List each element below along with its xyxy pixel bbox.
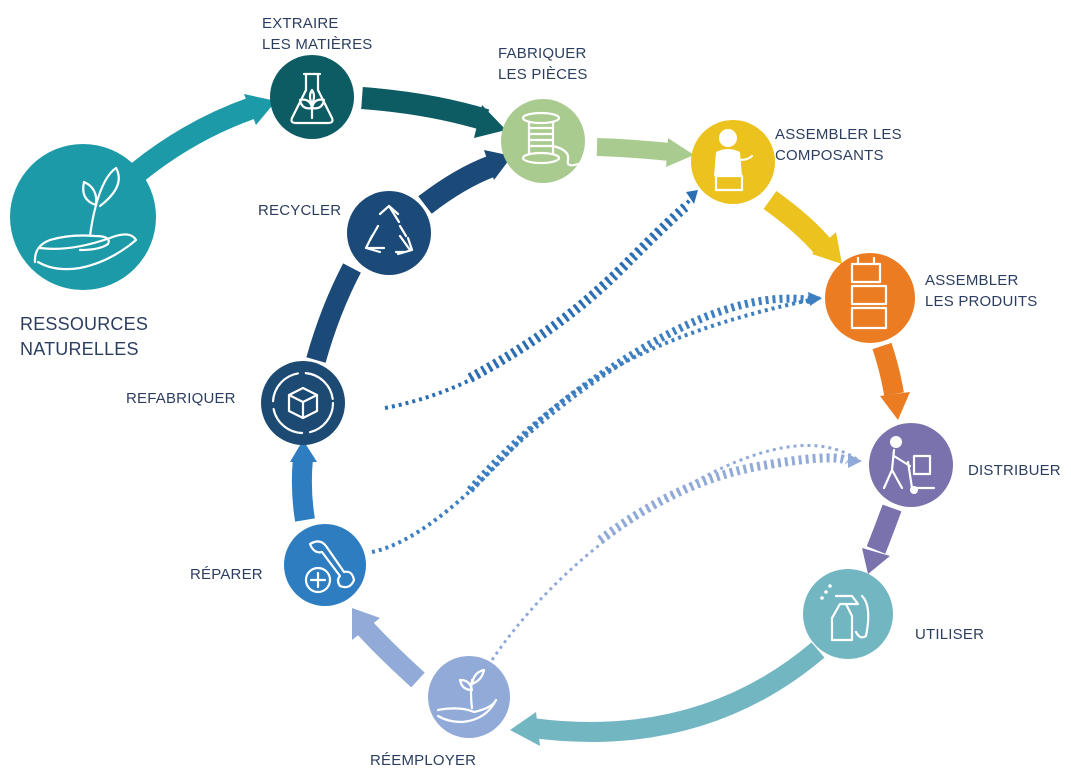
node-fabriquer [501, 99, 585, 183]
arrow-reemployer-to-reparer [357, 621, 425, 688]
node-recycler [347, 191, 431, 275]
arrow-head [862, 548, 890, 574]
arrow-composants-to-produits [763, 191, 833, 256]
arrow-recycler-to-fabriquer [418, 155, 497, 214]
label-distribuer: DISTRIBUER [968, 460, 1061, 481]
arrow-head [510, 712, 540, 746]
label-line: COMPOSANTS [775, 147, 884, 164]
hand-truck-icon [882, 436, 936, 494]
node-distribuer [869, 423, 953, 507]
arrow-head [808, 292, 822, 306]
label-line: RÉEMPLOYER [370, 752, 477, 769]
dotted-arrow-reparer-to-produits-wide [466, 294, 811, 493]
worker-icon [714, 129, 754, 192]
arrow-head [686, 190, 698, 204]
dotted-arrow-refabriquer-to-composants-wide [467, 200, 691, 383]
arrow-refabriquer-to-recycler [306, 263, 361, 363]
label-reparer: RÉPARER [190, 564, 263, 585]
hand-plant-icon [436, 668, 498, 724]
label-line: LES PIÈCES [498, 66, 588, 83]
boxes-icon [850, 256, 888, 330]
label-line: LES MATIÈRES [262, 36, 373, 53]
node-circle [270, 55, 354, 139]
arrow-head [880, 392, 910, 420]
arrow-produits-to-distribuer [872, 342, 904, 396]
cube-cycle-icon [271, 371, 335, 435]
arrow-head [244, 94, 276, 125]
arrow-head [848, 454, 862, 468]
node-ressources-naturelles [10, 144, 156, 290]
flask-leaf-icon [290, 72, 334, 125]
arrow-utiliser-to-reemployer [530, 642, 825, 742]
dotted-arrow-reemployer-to-distribuer [490, 444, 859, 661]
label-line: ASSEMBLER LES [775, 126, 902, 143]
node-reparer [284, 524, 366, 606]
node-circle [284, 524, 366, 606]
node-assembler-produits [825, 253, 915, 343]
main-cycle-arrows [131, 87, 910, 746]
arrow-head [666, 138, 694, 167]
label-reemployer: RÉEMPLOYER [370, 750, 476, 771]
spray-bottle-icon [820, 584, 870, 642]
node-utiliser [803, 569, 893, 659]
label-line: UTILISER [915, 626, 985, 643]
node-circle [428, 656, 510, 738]
label-recycler: RECYCLER [258, 200, 341, 221]
label-line: ASSEMBLER [925, 272, 1019, 289]
arrow-head [352, 608, 380, 640]
arrow-head [812, 232, 842, 264]
node-circle [825, 253, 915, 343]
return-flow-arrows [371, 190, 862, 661]
label-line: EXTRAIRE [262, 15, 339, 32]
label-line: FABRIQUER [498, 45, 587, 62]
node-extraire [270, 55, 354, 139]
label-line: REFABRIQUER [126, 390, 236, 407]
node-reemployer [428, 656, 510, 738]
label-fabriquer: FABRIQUER LES PIÈCES [498, 43, 588, 85]
arrow-fabriquer-to-composants [596, 138, 671, 161]
dotted-arrow-reparer-to-produits [371, 296, 821, 554]
node-circle [347, 191, 431, 275]
spool-icon [521, 111, 580, 167]
node-circle [869, 423, 953, 507]
label-line: RÉPARER [190, 566, 263, 583]
label-assembler-composants: ASSEMBLER LES COMPOSANTS [775, 124, 902, 166]
hand-sprout-icon [33, 166, 138, 271]
arrow-reparer-to-refabriquer [291, 457, 315, 522]
arrow-extraire-to-fabriquer [361, 87, 490, 131]
arrow-head [474, 105, 506, 138]
arrow-distribuer-to-utiliser [866, 504, 902, 554]
label-refabriquer: REFABRIQUER [126, 388, 236, 409]
label-line: RECYCLER [258, 202, 342, 219]
label-assembler-produits: ASSEMBLER LES PRODUITS [925, 270, 1037, 312]
label-line: DISTRIBUER [968, 462, 1061, 479]
label-utiliser: UTILISER [915, 624, 984, 645]
recycle-icon [364, 204, 414, 256]
node-refabriquer [261, 361, 345, 445]
node-assembler-composants [691, 120, 775, 204]
arrow-head [290, 440, 317, 462]
label-line: RESSOURCES [20, 314, 149, 334]
label-line: LES PRODUITS [925, 293, 1038, 310]
wrench-plus-icon [304, 540, 356, 594]
label-line: NATURELLES [20, 339, 139, 359]
label-ressources-naturelles: RESSOURCES NATURELLES [20, 312, 148, 362]
node-circle [803, 569, 893, 659]
dotted-arrow-reemployer-to-distribuer-wide [597, 453, 852, 544]
arrow-ressources-to-extraire [131, 97, 256, 181]
label-extraire: EXTRAIRE LES MATIÈRES [262, 13, 372, 55]
